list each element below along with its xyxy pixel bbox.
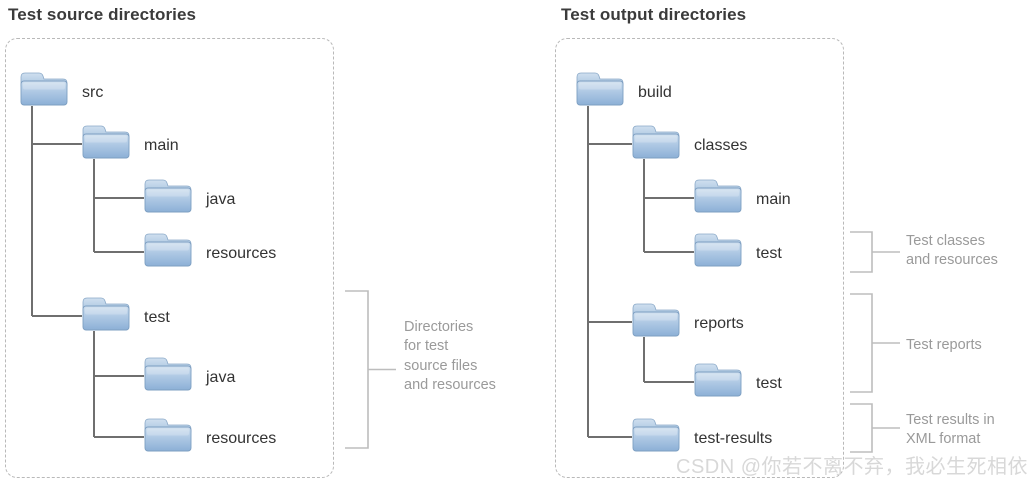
bracket — [850, 231, 873, 273]
annotation-text-test-results-xml: Test results in XML format — [906, 412, 995, 448]
bracket — [850, 403, 873, 453]
folder-label-java: java — [206, 191, 236, 208]
folder-icon — [144, 233, 192, 267]
folder-icon — [694, 179, 742, 213]
annotation-text-test-reports: Test reports — [906, 337, 982, 353]
folder-icon — [576, 72, 624, 106]
folder-label-resources2: resources — [206, 430, 277, 447]
folder-icon — [82, 297, 130, 331]
folder-icon — [694, 233, 742, 267]
annotation-brackets — [345, 231, 900, 453]
folder-icon — [82, 125, 130, 159]
folder-label-java2: java — [206, 369, 236, 386]
annotation-text: Directories for test source files and re… — [404, 319, 496, 393]
folder-icon — [20, 72, 68, 106]
folder-icon — [632, 303, 680, 337]
folder-icon — [632, 125, 680, 159]
bracket — [345, 290, 369, 449]
folder-icon — [632, 418, 680, 452]
folder-label-classes: classes — [694, 137, 748, 154]
panel-title-source: Test source directories — [8, 5, 197, 24]
folder-label-build: build — [638, 84, 672, 101]
folder-label-reports: reports — [694, 315, 744, 332]
folder-label-src: src — [82, 84, 104, 101]
folder-icon — [694, 363, 742, 397]
folder-icon — [144, 357, 192, 391]
bracket — [850, 293, 873, 393]
folder-label-test: test — [756, 245, 782, 262]
folder-label-test: test — [144, 309, 170, 326]
watermark-text: CSDN @你若不离不弃，我必生死相依 — [676, 456, 1029, 478]
folder-label-resources: resources — [206, 245, 277, 262]
annotation-text-test-classes-and-resources: Test classes and resources — [906, 233, 998, 269]
folder-icons — [20, 72, 742, 452]
folder-label-test-results: test-results — [694, 430, 773, 447]
connector-lines — [31, 106, 694, 438]
panel-title-output: Test output directories — [561, 5, 747, 24]
folder-label-main: main — [144, 137, 179, 154]
folder-icon — [144, 418, 192, 452]
folder-label-main: main — [756, 191, 791, 208]
folder-icon — [144, 179, 192, 213]
folder-label-test2: test — [756, 375, 782, 392]
